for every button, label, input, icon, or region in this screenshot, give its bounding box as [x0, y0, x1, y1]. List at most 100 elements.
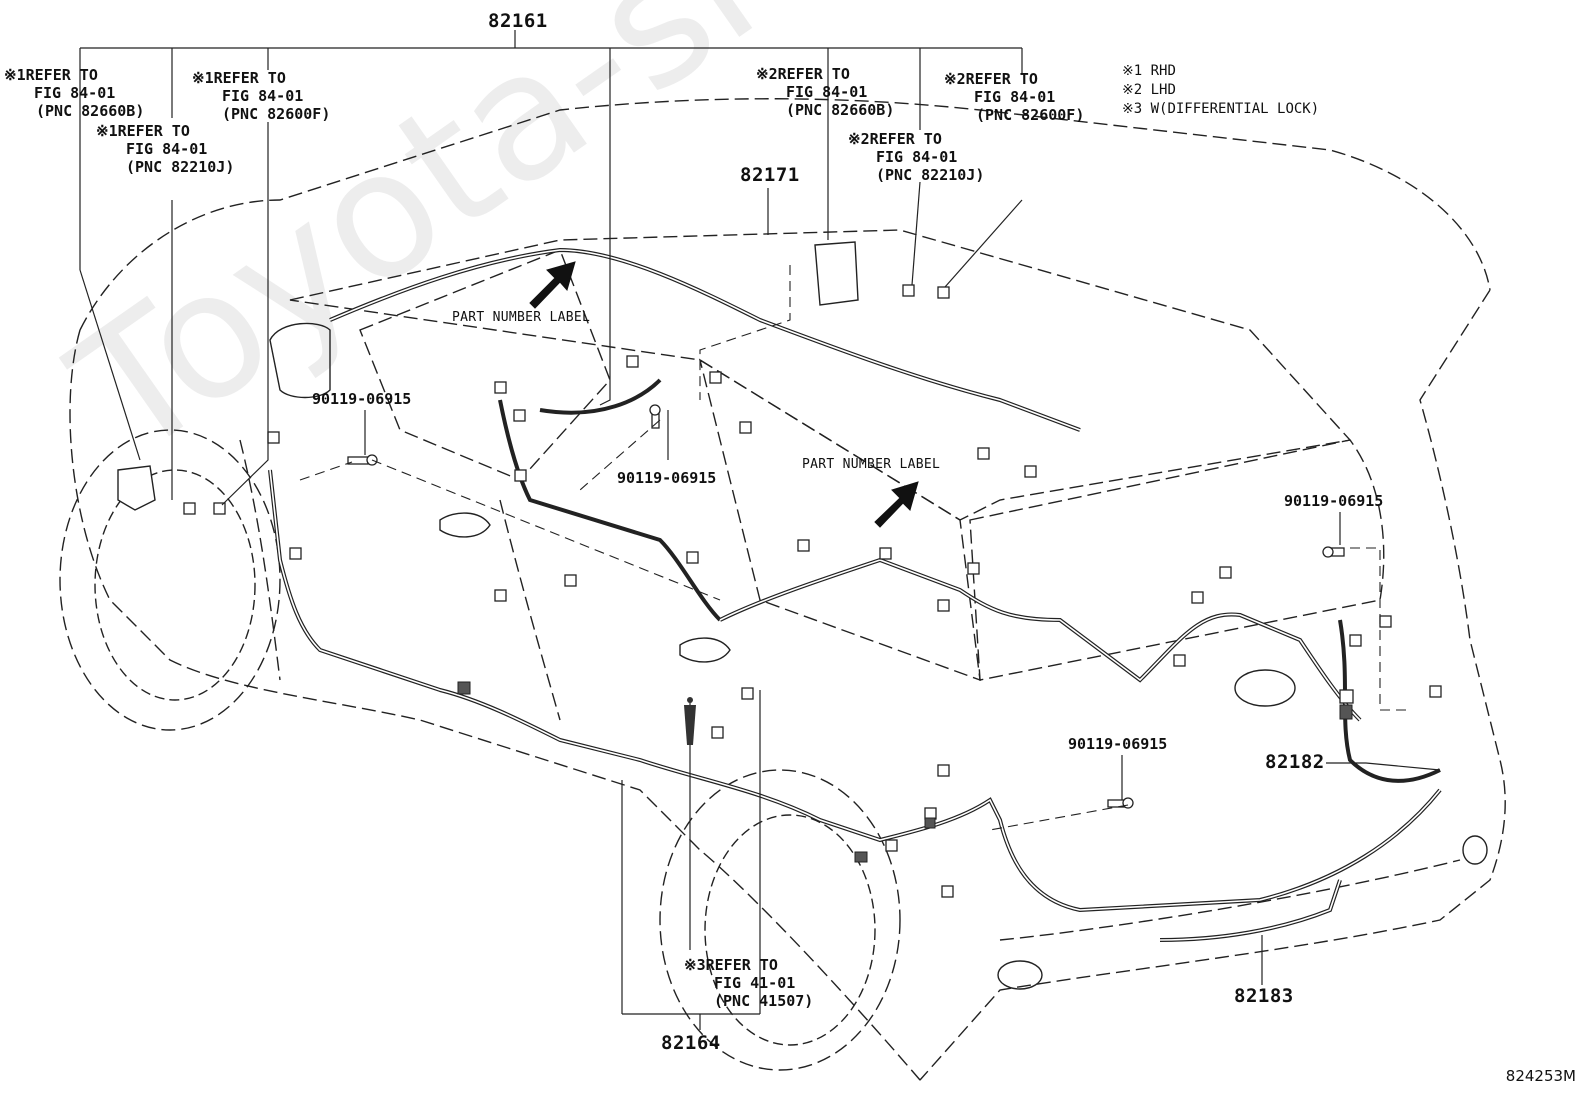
- connector: [977, 447, 990, 460]
- ref-callout-r1-fig: FIG 84-01: [34, 84, 116, 102]
- side-window-rear: [698, 358, 981, 682]
- leader-82182: [1326, 762, 1441, 771]
- connector: [902, 284, 915, 297]
- leader-ref-r6: [911, 181, 921, 286]
- rear-fog: [997, 960, 1043, 990]
- connector: [494, 589, 507, 602]
- connector: [686, 551, 699, 564]
- ref-callout-r7: ※3REFER TO: [684, 956, 778, 974]
- ref-callout-r5-pnc: (PNC 82600F): [976, 106, 1085, 124]
- arrow-icon: [529, 261, 576, 309]
- rear-wheel: [659, 769, 901, 1071]
- rear-window: [969, 439, 1385, 681]
- ref-callout-r2-fig: FIG 84-01: [222, 87, 304, 105]
- side-mirror: [269, 322, 331, 399]
- relay-block-right: [814, 241, 859, 306]
- connector: [797, 539, 810, 552]
- legend-lhd: ※2 LHD: [1122, 82, 1176, 98]
- ref-callout-r4-fig: FIG 84-01: [786, 83, 868, 101]
- leader-ref-r2: [221, 122, 269, 506]
- door-line: [239, 439, 561, 721]
- diagram-id: 824253M: [1505, 1067, 1576, 1085]
- leader-ref-r5: [944, 199, 1023, 288]
- connector: [739, 421, 752, 434]
- legend-diff-lock: ※3 W(DIFFERENTIAL LOCK): [1122, 101, 1320, 117]
- dash-link: [699, 265, 791, 400]
- part-number-label-tag: PART NUMBER LABEL: [802, 457, 941, 472]
- bolt-label: 90119-06915: [312, 390, 412, 408]
- ref-callout-r2-pnc: (PNC 82600F): [222, 105, 331, 123]
- ref-callout-r3-fig: FIG 84-01: [126, 140, 208, 158]
- rear-wheel-inner: [704, 814, 876, 1046]
- connector: [741, 687, 754, 700]
- ref-callout-r6-fig: FIG 84-01: [876, 148, 958, 166]
- ref-callout-r6: ※2REFER TO: [848, 130, 942, 148]
- leader-82161: [79, 47, 1023, 406]
- front-wheel: [59, 429, 281, 731]
- connector: [513, 409, 526, 422]
- ref-callout-r7-fig: FIG 41-01: [714, 974, 796, 992]
- connector-dark: [854, 851, 868, 863]
- part-82164: 82164: [661, 1032, 721, 1054]
- ref-callout-r1: ※1REFER TO: [4, 66, 98, 84]
- harness-cross-run: [719, 557, 1362, 722]
- part-82161: 82161: [488, 10, 548, 32]
- ref-callout-r3: ※1REFER TO: [96, 122, 190, 140]
- connector: [937, 286, 950, 299]
- connector: [885, 839, 898, 852]
- connector: [514, 469, 527, 482]
- dash-link: [989, 804, 1129, 831]
- connector: [1339, 689, 1354, 704]
- harness-rear-door-run: [1338, 619, 1441, 783]
- arrow-icon: [874, 481, 919, 528]
- legend-rhd: ※1 RHD: [1122, 63, 1176, 79]
- door-handle-rear: [679, 637, 731, 663]
- connector: [1349, 634, 1362, 647]
- leader-ref-r1: [79, 269, 141, 461]
- connector: [1429, 685, 1442, 698]
- connector: [1173, 654, 1186, 667]
- connector: [267, 431, 280, 444]
- connector: [879, 547, 892, 560]
- connector: [937, 764, 950, 777]
- part-number-label-tag: PART NUMBER LABEL: [452, 310, 591, 325]
- connector: [626, 355, 639, 368]
- bolt-label: 90119-06915: [1284, 492, 1384, 510]
- ref-callout-r4: ※2REFER TO: [756, 65, 850, 83]
- connector: [564, 574, 577, 587]
- rear-reflector: [1462, 835, 1488, 865]
- harness-main-run: [268, 469, 1442, 913]
- body-outline: [69, 98, 1506, 1081]
- dash-link: [1350, 547, 1410, 711]
- connector: [711, 726, 724, 739]
- connector-dark: [457, 681, 471, 695]
- harness-side-run: [498, 378, 722, 622]
- connector: [213, 502, 226, 515]
- relay-block-left: [117, 465, 156, 511]
- bolt-label: 90119-06915: [617, 469, 717, 487]
- part-82183: 82183: [1234, 985, 1294, 1007]
- connector-dark: [1339, 704, 1353, 720]
- side-window-front: [359, 249, 611, 481]
- ref-callout-r4-pnc: (PNC 82660B): [786, 101, 895, 119]
- connector: [494, 381, 507, 394]
- connector: [924, 807, 937, 820]
- connector: [709, 371, 722, 384]
- ref-callout-r3-pnc: (PNC 82210J): [126, 158, 235, 176]
- dash-link: [299, 461, 353, 481]
- rear-emblem: [1234, 669, 1296, 707]
- ref-callout-r2: ※1REFER TO: [192, 69, 286, 87]
- connector: [941, 885, 954, 898]
- connector: [1191, 591, 1204, 604]
- part-82171: 82171: [740, 164, 800, 186]
- ref-callout-r6-pnc: (PNC 82210J): [876, 166, 985, 184]
- connector-dark: [924, 817, 936, 829]
- connector: [1379, 615, 1392, 628]
- rear-bumper: [999, 859, 1461, 941]
- connector: [937, 599, 950, 612]
- ref-callout-r5: ※2REFER TO: [944, 70, 1038, 88]
- dash-link: [371, 459, 721, 601]
- dash-link: [579, 419, 661, 491]
